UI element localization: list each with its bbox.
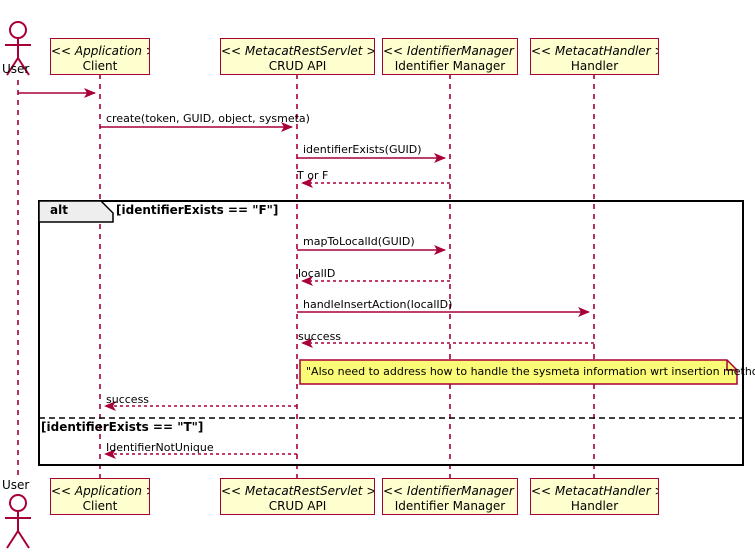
actor-label-top: User bbox=[2, 62, 30, 76]
message-label-identifier-exists: identifierExists(GUID) bbox=[303, 143, 422, 156]
participant-crud-name: CRUD API bbox=[268, 59, 327, 73]
message-label-success-handler: success bbox=[298, 330, 342, 343]
participant-client-top[interactable]: << Application >> Client bbox=[50, 38, 150, 75]
participant-client-name-bottom: Client bbox=[82, 499, 118, 513]
lifelines bbox=[17, 74, 595, 478]
message-label-map-to-local-id: mapToLocalId(GUID) bbox=[303, 235, 415, 248]
participant-crud-stereotype-bottom: << MetacatRestServlet >> bbox=[221, 484, 375, 498]
participant-idmgr-stereotype: << IdentifierManager >> bbox=[383, 44, 517, 58]
participant-handler-stereotype-bottom: << MetacatHandler >> bbox=[531, 484, 658, 498]
message-label-t-or-f: T or F bbox=[297, 169, 329, 182]
alt-condition-first: [identifierExists == "F"] bbox=[116, 203, 279, 217]
participant-crud-stereotype: << MetacatRestServlet >> bbox=[221, 44, 375, 58]
participant-handler-stereotype: << MetacatHandler >> bbox=[531, 44, 658, 58]
message-label-success-client: success bbox=[106, 393, 150, 406]
participant-handler-name-bottom: Handler bbox=[570, 499, 619, 513]
participant-client-stereotype: << Application >> bbox=[51, 44, 149, 58]
participant-client-stereotype-bottom: << Application >> bbox=[51, 484, 149, 498]
note-label: "Also need to address how to handle the … bbox=[306, 365, 755, 378]
actor-figure-bottom bbox=[5, 494, 31, 549]
note-shape bbox=[299, 359, 738, 385]
participant-crud-top[interactable]: << MetacatRestServlet >> CRUD API bbox=[220, 38, 375, 75]
participant-client-name: Client bbox=[82, 59, 118, 73]
participant-handler-top[interactable]: << MetacatHandler >> Handler bbox=[530, 38, 659, 75]
message-label-identifier-not-unique: IdentifierNotUnique bbox=[106, 441, 214, 454]
actor-figure-top bbox=[5, 21, 31, 76]
participant-handler-name: Handler bbox=[570, 59, 619, 73]
participant-idmgr-top[interactable]: << IdentifierManager >> Identifier Manag… bbox=[382, 38, 518, 75]
participant-idmgr-name-bottom: Identifier Manager bbox=[394, 499, 506, 513]
message-label-create: create(token, GUID, object, sysmeta) bbox=[106, 112, 310, 125]
message-label-local-id: localID bbox=[298, 267, 336, 280]
alt-fragment-frame bbox=[38, 200, 744, 466]
alt-condition-second: [identifierExists == "T"] bbox=[41, 420, 204, 434]
message-label-handle-insert-action: handleInsertAction(localID) bbox=[303, 298, 453, 311]
participant-idmgr-name: Identifier Manager bbox=[394, 59, 506, 73]
actor-label-bottom: User bbox=[2, 478, 30, 492]
participant-client-bottom[interactable]: << Application >> Client bbox=[50, 478, 150, 515]
participant-idmgr-bottom[interactable]: << IdentifierManager >> Identifier Manag… bbox=[382, 478, 518, 515]
participant-crud-bottom[interactable]: << MetacatRestServlet >> CRUD API bbox=[220, 478, 375, 515]
participant-idmgr-stereotype-bottom: << IdentifierManager >> bbox=[383, 484, 517, 498]
participant-handler-bottom[interactable]: << MetacatHandler >> Handler bbox=[530, 478, 659, 515]
participant-crud-name-bottom: CRUD API bbox=[268, 499, 327, 513]
alt-keyword-label: alt bbox=[50, 203, 68, 217]
message-arrows bbox=[18, 88, 594, 459]
